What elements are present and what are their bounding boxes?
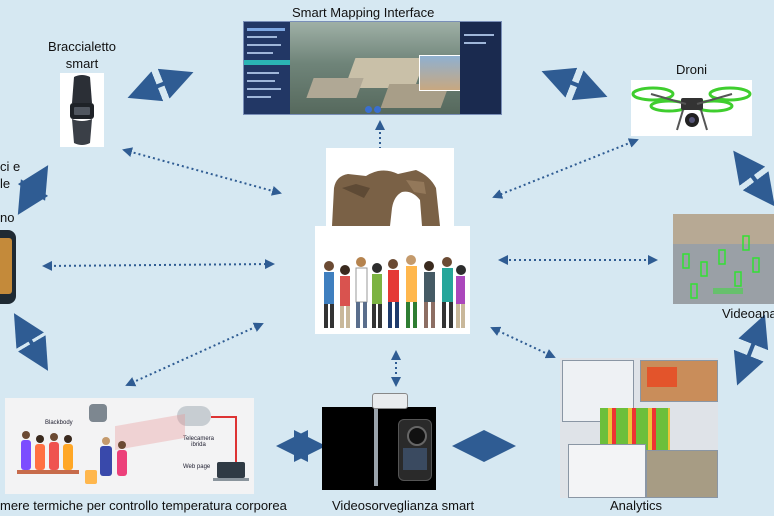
drones-title: Droni	[676, 62, 708, 77]
webpage-label: Web page	[183, 464, 211, 470]
video-surveillance-panel	[322, 407, 436, 490]
dotted-thermal-center	[125, 322, 264, 387]
blackbody-device	[89, 404, 107, 422]
mapping-nav-dot-1[interactable]	[365, 106, 372, 113]
analytics-window-4	[646, 450, 718, 498]
smart-mapping-screen	[243, 21, 502, 115]
videoanalytics-title: Videoana	[722, 306, 774, 321]
smartphone-image	[0, 228, 20, 306]
mapping-sidebar	[244, 22, 290, 114]
hybrid-camera-device	[177, 406, 211, 426]
analytics-title: Analytics	[610, 498, 663, 513]
hybrid-camera-label: Telecamera ibrida	[183, 436, 215, 448]
smartphone-icon	[0, 230, 16, 304]
tourists-image	[315, 226, 470, 334]
dotted-drones-center	[492, 138, 639, 199]
detection-boxes	[682, 235, 760, 299]
thermal-camera-panel: Blackbody Telecamera ibrida Web page	[5, 398, 254, 494]
dotted-bracelet-center	[122, 147, 282, 196]
left-title-line3: no	[0, 210, 15, 225]
dotted-analytics-center	[490, 326, 556, 359]
laptop-icon	[217, 462, 245, 478]
surveillance-title: Videosorveglianza smart	[332, 498, 475, 513]
archaeological-site-image	[326, 148, 454, 226]
bodycam-device	[398, 419, 432, 481]
arrow-left-bracelet	[17, 165, 49, 215]
bracelet-icon	[70, 75, 94, 145]
mapping-right-panel	[460, 22, 501, 114]
videoanalytics-image	[673, 214, 774, 304]
thermal-title: mere termiche per controllo temperatura …	[0, 498, 287, 513]
smart-bracelet-image	[60, 73, 104, 147]
arrow-left-thermal	[13, 313, 49, 371]
ruin-arch-icon	[332, 170, 440, 226]
bracelet-title-line2: smart	[65, 56, 99, 71]
arrow-videoanalytics-analytics	[733, 314, 769, 386]
dotted-left-center	[42, 259, 275, 271]
mapping-nav-dot-2[interactable]	[374, 106, 381, 113]
bracelet-title: Braccialetto smart	[36, 38, 128, 72]
drone-icon	[631, 86, 752, 131]
tourists-group-icon	[324, 255, 466, 328]
smart-mapping-title: Smart Mapping Interface	[292, 5, 435, 20]
arrow-bracelet-mapping	[127, 68, 194, 102]
arrow-mapping-drones	[541, 67, 608, 101]
analytics-screens-panel	[560, 358, 718, 498]
left-title-line2: le	[0, 176, 11, 191]
left-title: ci e le no	[0, 158, 20, 226]
blackbody-label: Blackbody	[45, 420, 73, 426]
cctv-camera	[372, 393, 408, 409]
people-queue	[17, 431, 127, 484]
arrow-drones-videoanalytics	[733, 150, 774, 207]
analytics-window-2	[640, 360, 718, 402]
cctv-pole	[374, 400, 378, 486]
analytics-window-3	[568, 444, 646, 498]
drone-image	[631, 80, 752, 136]
bracelet-title-line1: Braccialetto	[48, 39, 116, 54]
left-title-line1: ci e	[0, 159, 21, 174]
camera-cable	[211, 416, 237, 466]
